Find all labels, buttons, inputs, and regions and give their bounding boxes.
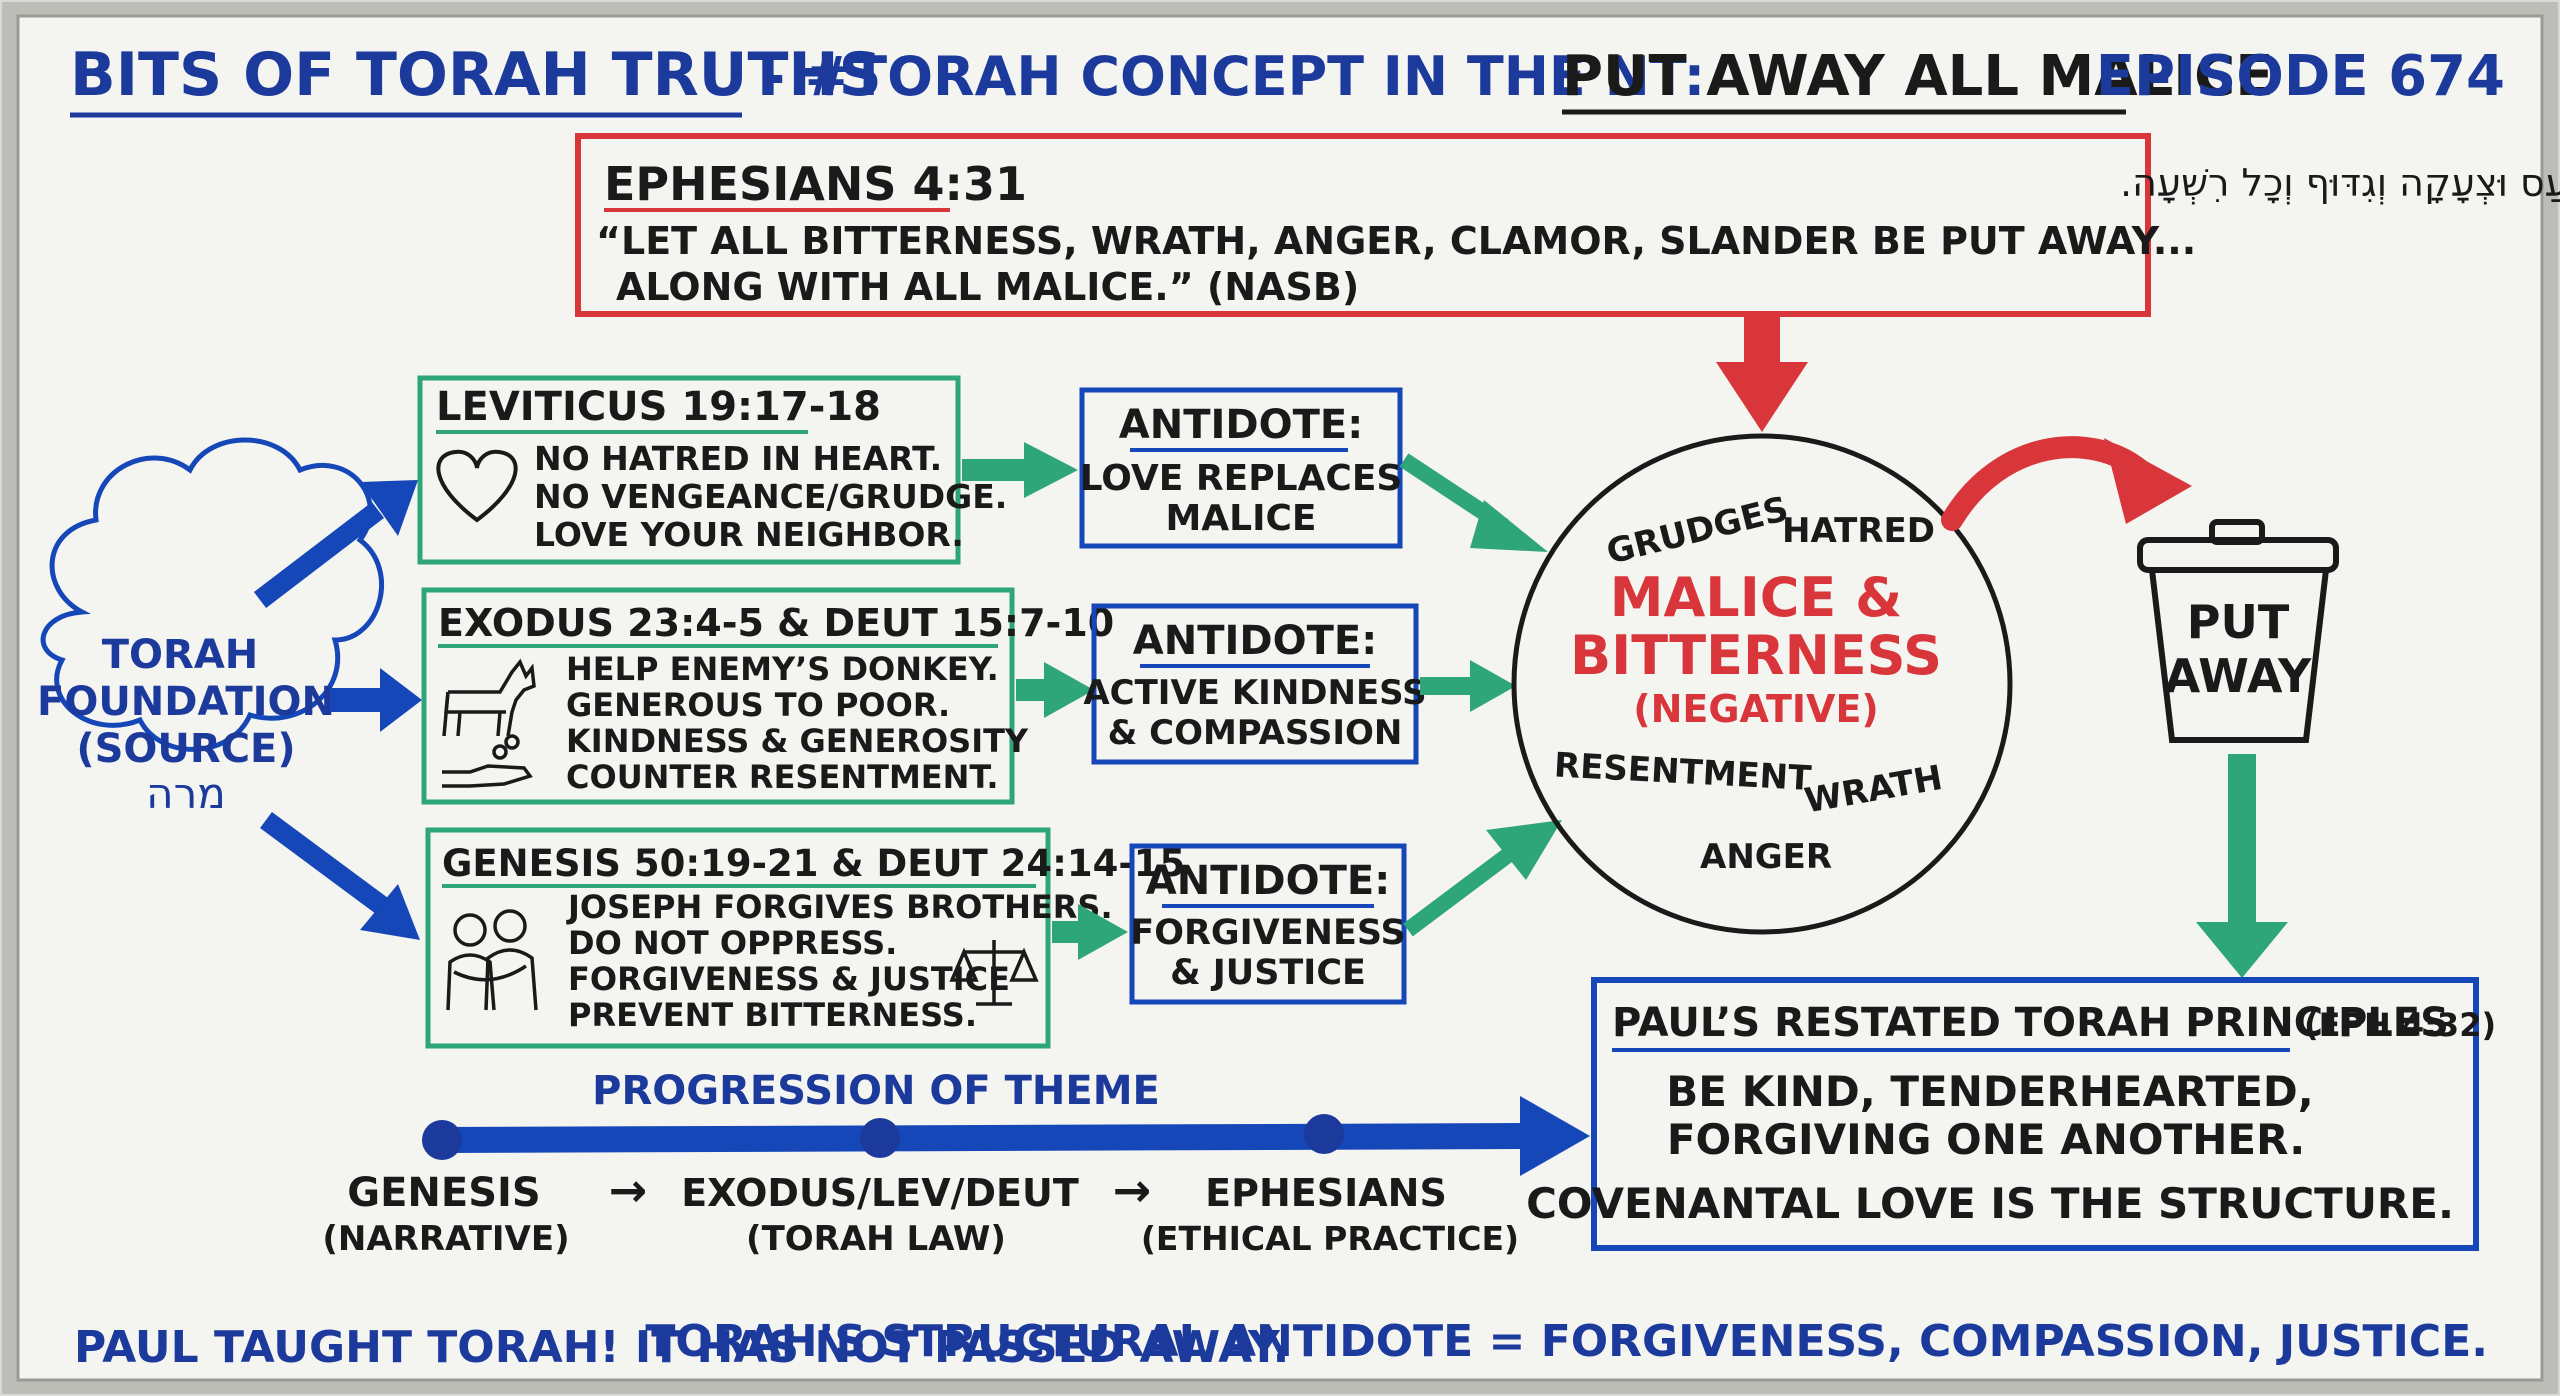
pauls-title: PAUL’S RESTATED TORAH PRINCIPLES [1612,1000,2449,1046]
source-hebrew: מרה [146,769,226,818]
scales-icon [949,940,1039,1006]
timeline-arrow: → [609,1163,648,1217]
antidote-label: ANTIDOTE: [1119,402,1363,448]
timeline-node [422,1120,462,1160]
timeline-stage-sub: (ETHICAL PRACTICE) [1141,1219,1519,1258]
scripture-line: GENEROUS TO POOR. [566,686,950,724]
malice-word: ANGER [1700,837,1832,877]
pauls-line-2: FORGIVING ONE ANOTHER. [1667,1115,2305,1164]
heart-icon [436,449,518,523]
antidote-line: & COMPASSION [1108,713,1403,753]
scripture-line: JOSEPH FORGIVES BROTHERS. [566,888,1113,926]
verse-english-line-1: “LET ALL BITTERNESS, WRATH, ANGER, CLAMO… [596,219,2196,263]
header-series: BITS OF TORAH TRUTHS [70,40,882,110]
footer-part-2: TORAH’S STRUCTURAL ANTIDOTE = FORGIVENES… [645,1316,2488,1367]
red-curved-arrow [1941,436,2192,531]
bin-line-2: AWAY [2165,649,2312,703]
verse-hebrew: הָסִירוּ מִכֶּם כָּל מְרִירוּת וְחֵמָה ו… [2120,161,2560,205]
source-line-1: TORAH [102,632,259,678]
timeline-stage-sub: (NARRATIVE) [322,1219,569,1259]
scripture-box-leviticus: LEVITICUS 19:17-18 NO HATRED IN HEART. N… [417,375,1007,565]
bin-line-1: PUT [2187,595,2290,649]
theme-timeline: PROGRESSION OF THEME GENESIS (NARRATIVE)… [322,1068,1590,1259]
timeline-line [441,1123,1531,1153]
antidote-line: MALICE [1165,498,1316,539]
header-dash-1: - [762,44,785,109]
timeline-arrowhead [1520,1096,1590,1176]
antidote-line: ACTIVE KINDNESS [1083,673,1426,713]
donkey-icon [442,658,536,737]
header-hashtag: #TORAH CONCEPT IN THE NT: [805,45,1705,108]
scripture-box-genesis: GENESIS 50:19-21 & DEUT 24:14-15 JOSEPH … [425,827,1185,1049]
malice-circle: MALICE & BITTERNESS (NEGATIVE) GRUDGES H… [1511,433,2013,935]
timeline-stage-name: GENESIS [347,1170,540,1216]
header-topic: PUT AWAY ALL MALICE [1562,44,2273,109]
green-arrows-to-malice [1399,453,1562,937]
pauls-line-1: BE KIND, TENDERHEARTED, [1666,1067,2313,1116]
timeline-stage-name: EPHESIANS [1205,1171,1447,1215]
trash-bin-icon: PUT AWAY [2137,519,2339,743]
pauls-principles-box: PAUL’S RESTATED TORAH PRINCIPLES (EPH 4:… [1526,977,2496,1251]
malice-title-1: MALICE & [1610,566,1902,629]
header-dash-2: - [2148,44,2171,109]
hug-icon [446,909,538,1011]
scripture-line: DO NOT OPPRESS. [568,924,897,962]
green-arrows-to-antidote [962,442,1128,960]
red-arrow-down [1716,316,1808,432]
blue-arrows-from-source [253,480,422,940]
scripture-line: LOVE YOUR NEIGHBOR. [534,515,964,554]
timeline-node [1304,1114,1344,1154]
torah-foundation-cloud: TORAH FOUNDATION (SOURCE) מרה [37,437,385,818]
antidote-box-1: ANTIDOTE: LOVE REPLACES MALICE [1079,387,1403,549]
green-arrow-down [2196,754,2288,978]
malice-subtitle: (NEGATIVE) [1633,687,1879,731]
header-episode: EPISODE 674 [2096,44,2505,109]
scripture-line: NO HATRED IN HEART. [534,439,942,478]
antidote-line: LOVE REPLACES [1080,458,1403,499]
timeline-stage-name: EXODUS/LEV/DEUT [681,1171,1079,1215]
scripture-line: COUNTER RESENTMENT. [566,758,999,796]
malice-title-2: BITTERNESS [1570,624,1942,687]
scripture-line: PREVENT BITTERNESS. [568,996,977,1034]
timeline-title: PROGRESSION OF THEME [592,1068,1160,1114]
pauls-reference: (EPH 4:32) [2304,1006,2496,1044]
scripture-box-exodus: EXODUS 23:4-5 & DEUT 15:7-10 HELP ENEMY’… [421,587,1114,805]
scripture-title: GENESIS 50:19-21 & DEUT 24:14-15 [442,842,1185,885]
scripture-title: LEVITICUS 19:17-18 [436,384,881,430]
giving-hand-icon [442,734,533,788]
source-line-2: FOUNDATION [37,679,335,725]
verse-reference: EPHESIANS 4:31 [604,157,1027,211]
verse-english-line-2: ALONG WITH ALL MALICE.” (NASB) [616,265,1359,309]
antidote-label: ANTIDOTE: [1133,618,1377,664]
antidote-line: & JUSTICE [1170,953,1366,993]
pauls-line-3: COVENANTAL LOVE IS THE STRUCTURE. [1526,1179,2454,1228]
scripture-title: EXODUS 23:4-5 & DEUT 15:7-10 [438,601,1114,645]
timeline-stage-sub: (TORAH LAW) [746,1219,1006,1259]
scripture-line: NO VENGEANCE/GRUDGE. [534,477,1007,516]
verse-box: EPHESIANS 4:31 הָסִירוּ מִכֶּם כָּל מְרִ… [575,133,2560,317]
scripture-line: HELP ENEMY’S DONKEY. [566,650,999,688]
antidote-box-3: ANTIDOTE: FORGIVENESS & JUSTICE [1129,843,1407,1005]
scripture-line: FORGIVENESS & JUSTICE [568,960,1010,998]
antidote-label: ANTIDOTE: [1146,858,1390,904]
scripture-line: KINDNESS & GENEROSITY [566,722,1029,760]
timeline-arrow: → [1113,1163,1152,1217]
source-line-3: (SOURCE) [76,726,295,772]
antidote-box-2: ANTIDOTE: ACTIVE KINDNESS & COMPASSION [1083,603,1427,765]
antidote-line: FORGIVENESS [1130,913,1405,953]
malice-word: HATRED [1782,511,1935,551]
footer-part-1: PAUL TAUGHT TORAH! IT HAS NOT PASSED AWA… [74,1322,1289,1373]
timeline-node [860,1118,900,1158]
